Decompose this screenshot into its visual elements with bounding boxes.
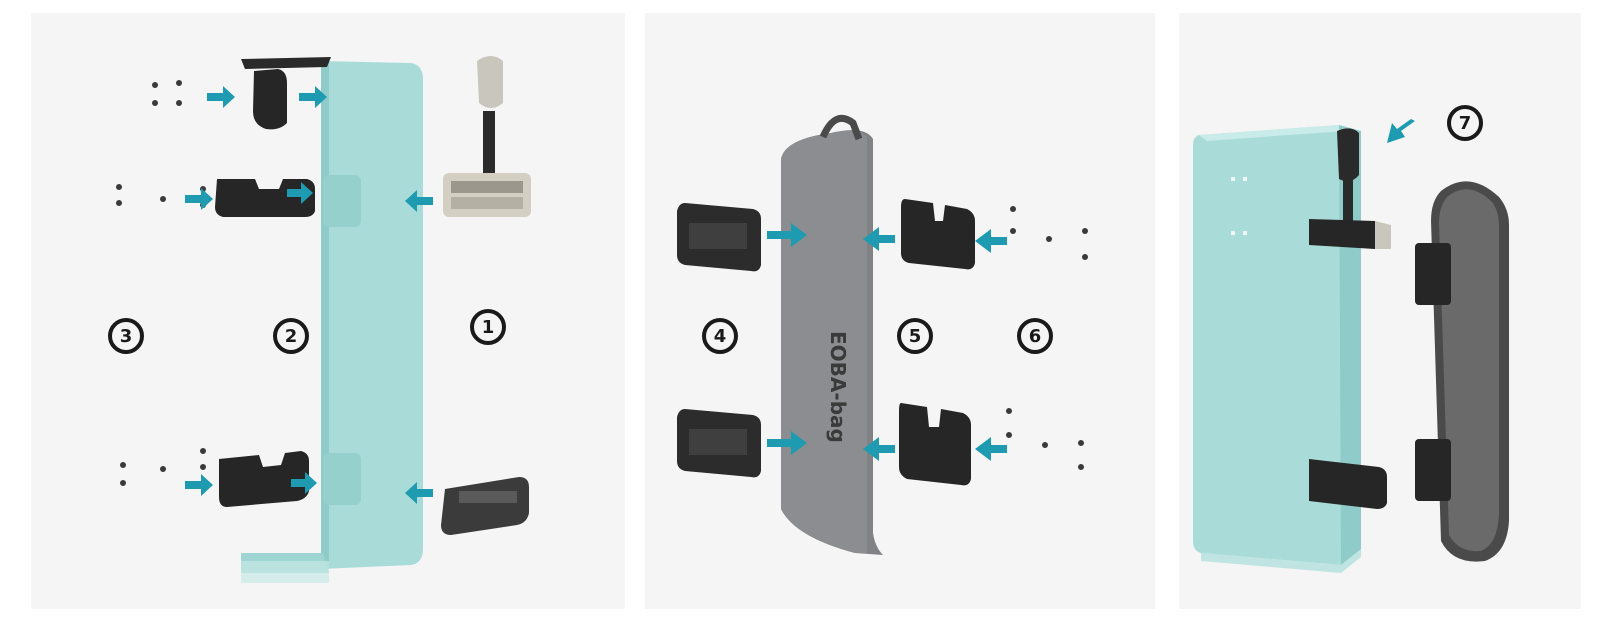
mounting-plate-upper bbox=[215, 179, 315, 217]
mounting-plate-lower bbox=[219, 451, 309, 507]
lower-plate-mounted bbox=[1309, 459, 1387, 509]
case-exploded-diagram bbox=[116, 56, 531, 583]
final-assembly-diagram bbox=[1193, 119, 1509, 573]
bag-exploded-diagram: EOBA-bag bbox=[677, 114, 1088, 555]
step-3-badge: 3 bbox=[108, 318, 144, 354]
step-4-badge: 4 bbox=[702, 318, 738, 354]
assembly-panel-1: 3 2 1 bbox=[31, 13, 625, 609]
step-2-badge: 2 bbox=[273, 318, 309, 354]
step-6-badge: 6 bbox=[1017, 318, 1053, 354]
arrows-panel-1 bbox=[185, 86, 433, 504]
hook-assembly bbox=[443, 56, 531, 217]
step-7-badge: 7 bbox=[1447, 105, 1483, 141]
assembly-panel-2: EOBA-bag 4 5 6 bbox=[645, 13, 1155, 609]
mint-case bbox=[241, 57, 423, 583]
arrow-panel-3 bbox=[1387, 119, 1415, 143]
step-5-badge: 5 bbox=[897, 318, 933, 354]
top-bracket bbox=[253, 69, 287, 130]
arrows-panel-2 bbox=[767, 223, 1007, 461]
hook-assembly-mounted bbox=[1309, 128, 1391, 249]
step-1-badge: 1 bbox=[470, 309, 506, 345]
brand-logo: EOBA-bag bbox=[826, 331, 850, 443]
gray-bag bbox=[1415, 181, 1509, 562]
plate-upper-right bbox=[901, 199, 975, 270]
screws-panel-1 bbox=[116, 80, 206, 486]
left-clip-lower bbox=[677, 409, 761, 478]
gray-bag-panel: EOBA-bag bbox=[781, 114, 883, 555]
screws-panel-2 bbox=[1006, 206, 1088, 470]
assembly-panel-3: 7 bbox=[1179, 13, 1581, 609]
left-clip-upper bbox=[677, 203, 761, 272]
lower-clip bbox=[441, 477, 529, 535]
plate-lower-right bbox=[899, 403, 971, 486]
mint-case-assembled bbox=[1193, 125, 1361, 573]
